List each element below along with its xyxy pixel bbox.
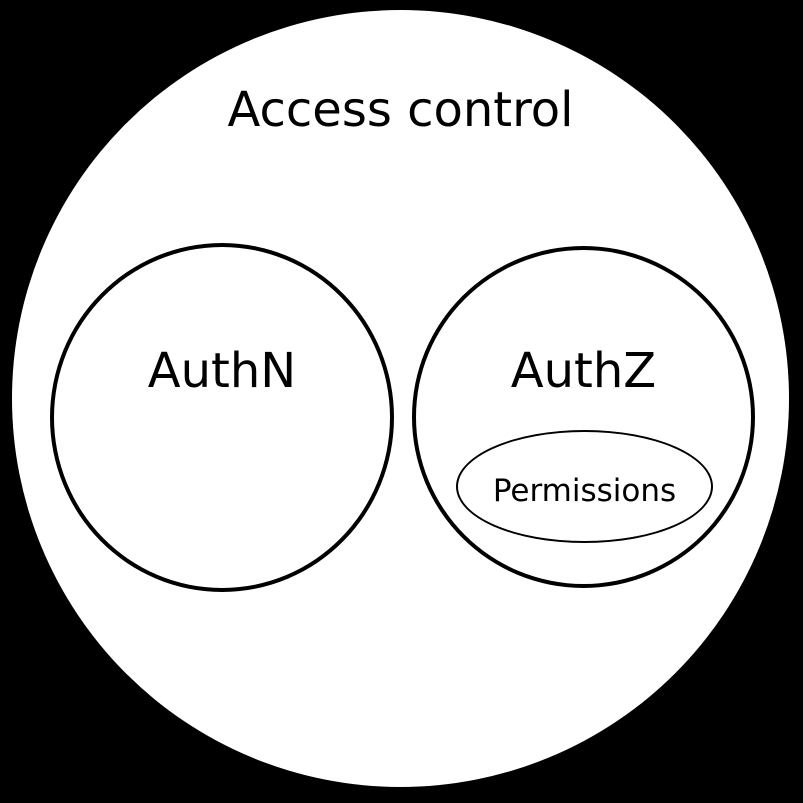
diagram-title: Access control [227, 82, 574, 138]
set-circle-authn [50, 243, 394, 592]
subset-label-permissions: Permissions [492, 473, 677, 509]
set-label-authn: AuthN [147, 343, 297, 399]
set-circle-authz [412, 246, 755, 588]
set-label-authz: AuthZ [510, 343, 657, 399]
subset-ellipse-permissions [456, 430, 713, 543]
